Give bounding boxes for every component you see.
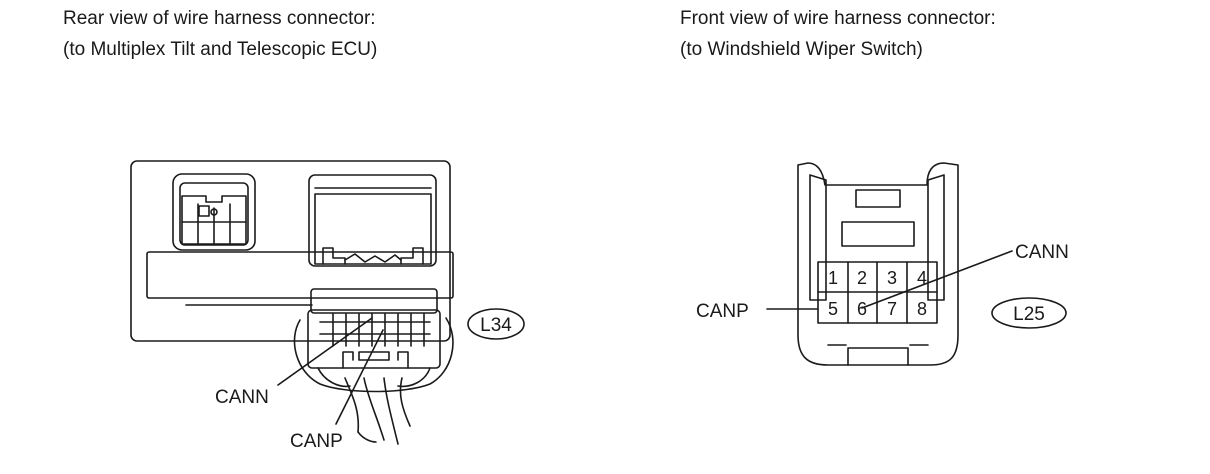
left-canp-label: CANP (290, 431, 343, 452)
l25-badge-outline (991, 297, 1067, 329)
pin-label: 6 (857, 299, 867, 319)
ecu-housing (130, 160, 454, 342)
right-caption-line1: Front view of wire harness connector: (680, 8, 996, 29)
pin-label: 4 (917, 268, 927, 288)
wire-bundle (344, 377, 411, 445)
wiper-switch-connector (797, 162, 959, 366)
right-canp-label: CANP (696, 301, 749, 322)
large-connector-socket (308, 174, 437, 267)
left-caption-line2: (to Multiplex Tilt and Telescopic ECU) (63, 39, 378, 60)
l25-connector-code: L25 (1013, 304, 1045, 325)
right-cann-label: CANN (1015, 242, 1069, 263)
pin-label: 7 (887, 299, 897, 319)
pin-label: 1 (828, 268, 838, 288)
l34-harness-connector (293, 288, 454, 393)
pin-label: 8 (917, 299, 927, 319)
l34-badge-outline (467, 308, 525, 340)
left-caption: Rear view of wire harness connector: (to… (63, 3, 377, 65)
right-leader-lines (766, 250, 1013, 310)
pin-label: 5 (828, 299, 838, 319)
left-leader-lines (277, 317, 384, 425)
small-connector-icon (172, 173, 256, 251)
pin-label: 3 (887, 268, 897, 288)
pin-label: 2 (857, 268, 867, 288)
right-caption-line2: (to Windshield Wiper Switch) (680, 39, 923, 60)
l34-connector-code: L34 (480, 315, 512, 336)
left-caption-line1: Rear view of wire harness connector: (63, 8, 376, 29)
right-caption: Front view of wire harness connector: (t… (680, 3, 996, 65)
left-cann-label: CANN (215, 387, 269, 408)
